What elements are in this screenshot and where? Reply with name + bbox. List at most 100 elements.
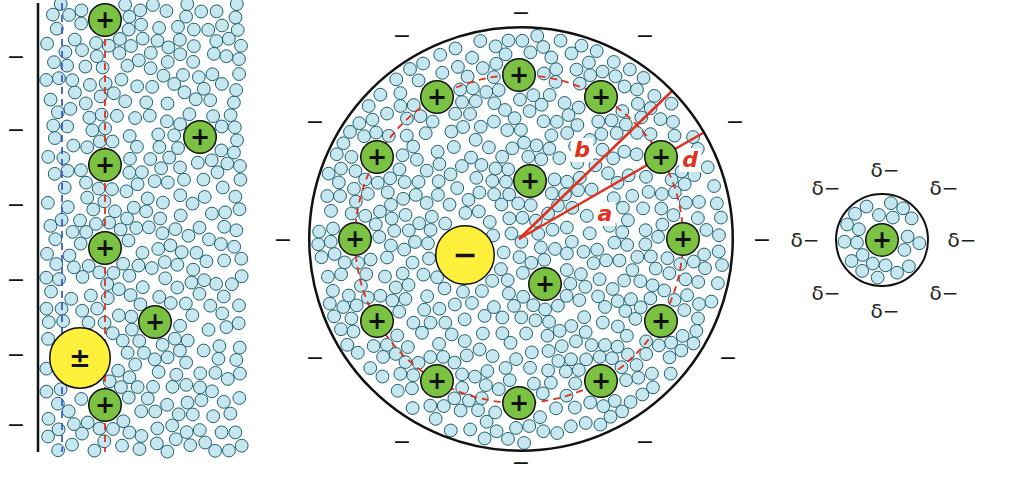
cation: +: [502, 386, 536, 420]
water-molecule: [151, 422, 164, 435]
water-molecule: [332, 176, 345, 189]
water-molecule: [224, 109, 237, 122]
water-molecule: [510, 353, 523, 366]
water-molecule: [593, 351, 606, 364]
region-label: δ−: [871, 301, 900, 321]
water-molecule: [323, 297, 336, 310]
water-molecule: [74, 214, 87, 227]
water-molecule: [596, 65, 609, 78]
water-molecule: [483, 216, 496, 229]
water-molecule: [233, 392, 246, 405]
ion-charge: +: [509, 391, 529, 415]
water-molecule: [406, 402, 419, 415]
water-molecule: [198, 274, 211, 287]
water-molecule: [76, 304, 89, 317]
water-molecule: [230, 224, 243, 237]
water-molecule: [486, 175, 499, 188]
water-molecule: [194, 367, 207, 380]
water-molecule: [58, 181, 71, 194]
water-molecule: [345, 312, 358, 325]
cation: +: [502, 58, 536, 92]
water-molecule: [106, 183, 119, 196]
water-molecule: [464, 108, 477, 121]
water-molecule: [448, 356, 461, 369]
water-molecule: [364, 253, 377, 266]
water-molecule: [149, 405, 162, 418]
water-molecule: [222, 32, 235, 45]
water-molecule: [189, 93, 202, 106]
water-molecule: [174, 118, 187, 131]
water-molecule: [548, 173, 561, 186]
cation: +: [644, 140, 678, 174]
ion-charge: +: [190, 125, 210, 149]
ion-charge: +: [367, 145, 387, 169]
water-molecule: [376, 370, 389, 383]
boundary-outline: [309, 27, 733, 451]
ion-charge: +: [651, 309, 671, 333]
water-molecule: [57, 152, 70, 165]
ion-charge: +: [95, 393, 115, 417]
ion-charge: +: [427, 85, 447, 109]
water-molecule: [618, 80, 631, 93]
water-molecule: [219, 206, 232, 219]
water-molecule: [564, 420, 577, 433]
water-molecule: [90, 37, 103, 50]
water-molecule: [648, 89, 661, 102]
water-molecule: [144, 47, 157, 60]
water-molecule: [529, 314, 542, 327]
water-molecule: [478, 309, 491, 322]
water-molecule: [699, 262, 712, 275]
water-molecule: [40, 271, 53, 284]
water-molecule: [315, 251, 328, 264]
water-molecule: [560, 221, 573, 234]
water-molecule: [235, 39, 248, 52]
water-molecule: [502, 34, 515, 47]
water-molecule: [626, 189, 639, 202]
water-molecule: [527, 377, 540, 390]
water-molecule: [479, 379, 492, 392]
water-molecule: [502, 287, 515, 300]
ion-body: [866, 224, 899, 257]
water-molecule: [506, 142, 519, 155]
water-molecule: [465, 151, 478, 164]
ion-body: [421, 365, 454, 398]
water-molecule: [570, 63, 583, 76]
water-molecule: [665, 97, 678, 110]
cation: +: [338, 222, 372, 256]
water-molecule: [608, 236, 621, 249]
water-molecule: [158, 256, 171, 269]
water-molecule: [155, 162, 168, 175]
water-molecule: [133, 443, 146, 456]
water-molecule: [374, 88, 387, 101]
water-molecule: [634, 275, 647, 288]
ion-charge: +: [591, 85, 611, 109]
water-molecule: [40, 74, 53, 87]
cation: +: [360, 304, 394, 338]
water-molecule: [438, 282, 451, 295]
water-molecule: [886, 211, 899, 224]
water-molecule: [161, 351, 174, 364]
water-molecule: [159, 272, 172, 285]
water-molecule: [691, 212, 704, 225]
water-molecule: [667, 209, 680, 222]
water-molecule: [639, 238, 652, 251]
water-molecule: [112, 309, 125, 322]
surface-charge: −: [512, 455, 530, 471]
water-molecule: [202, 23, 215, 36]
water-molecule: [166, 419, 179, 432]
water-molecule: [437, 400, 450, 413]
water-molecule: [328, 310, 341, 323]
water-molecule: [229, 190, 242, 203]
water-molecule: [523, 420, 536, 433]
water-molecule: [630, 148, 643, 161]
water-molecule: [126, 323, 139, 336]
water-molecule: [228, 96, 241, 109]
water-molecule: [101, 292, 114, 305]
water-molecule: [79, 60, 92, 73]
water-molecule: [618, 145, 631, 158]
ion-body: [529, 268, 562, 301]
ion-body: [339, 223, 372, 256]
water-molecule: [230, 0, 243, 11]
water-molecule: [649, 262, 662, 275]
water-molecule: [536, 387, 549, 400]
